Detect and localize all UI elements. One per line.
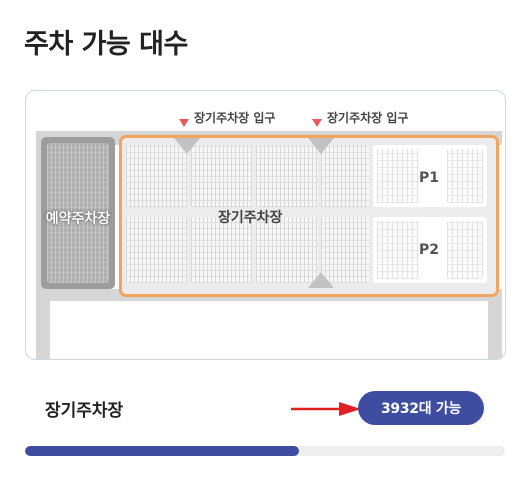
gate-label: 장기주차장 입구 <box>194 111 276 125</box>
reserve-lot-spaces <box>47 143 109 283</box>
parking-block <box>256 217 318 283</box>
lot-name-label: 장기주차장 <box>45 401 124 421</box>
reserve-lot[interactable]: 예약주차장 <box>41 137 115 289</box>
zone-p1-label: P1 <box>419 170 440 186</box>
road <box>488 289 502 359</box>
available-count-badge: 3932대 가능 <box>358 391 484 425</box>
parking-block <box>126 145 188 207</box>
zone-p2[interactable] <box>373 217 487 283</box>
page-title: 주차 가능 대수 <box>24 29 188 60</box>
parking-block <box>256 145 318 207</box>
parking-block <box>191 217 253 283</box>
parking-map: 장기주차장 입구 장기주차장 입구 예약주차장 장기주차장 P1 <box>25 90 506 360</box>
gate-notch <box>308 272 334 288</box>
availability-progress-fill <box>25 446 299 456</box>
gate-label: 장기주차장 입구 <box>327 111 409 125</box>
availability-progress-bar <box>25 446 505 456</box>
gate-notch <box>308 138 334 154</box>
gate-notch <box>174 138 200 154</box>
gate-marker-icon <box>179 119 189 127</box>
parking-block <box>377 149 419 203</box>
long-term-lot[interactable]: 장기주차장 P1 P2 <box>119 135 499 297</box>
parking-block <box>126 217 188 283</box>
arrow-right-icon <box>291 402 361 416</box>
parking-block <box>447 149 483 203</box>
reserve-lot-label: 예약주차장 <box>45 211 111 227</box>
parking-block <box>377 221 419 279</box>
long-term-lot-label: 장기주차장 <box>218 210 283 226</box>
zone-p2-label: P2 <box>419 242 440 258</box>
parking-block <box>321 145 369 207</box>
parking-block <box>191 145 253 207</box>
parking-block <box>447 221 483 279</box>
zone-p1[interactable] <box>373 145 487 207</box>
gate-marker-icon <box>312 119 322 127</box>
